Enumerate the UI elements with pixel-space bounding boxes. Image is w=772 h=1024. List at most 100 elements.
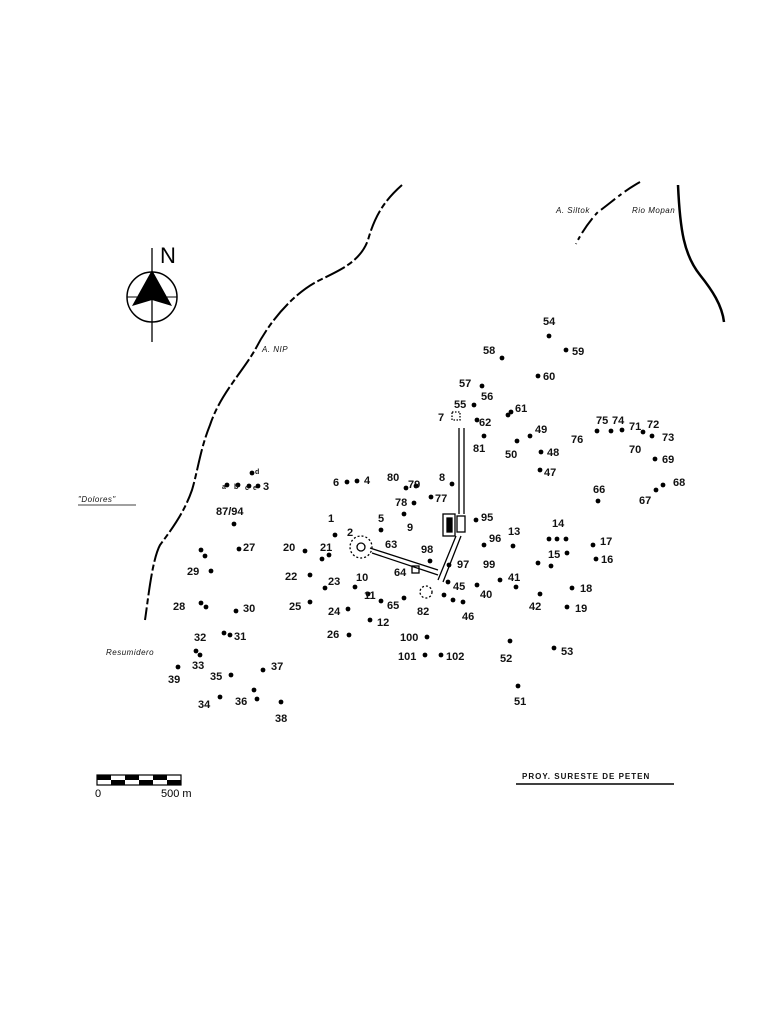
site-label: 21 xyxy=(320,542,332,554)
site-label: 10 xyxy=(356,572,368,584)
site-label: 27 xyxy=(243,542,255,554)
rivers xyxy=(144,181,726,621)
site-label: 97 xyxy=(457,559,469,571)
site-label: 79 xyxy=(408,479,420,491)
place-nip: A. NIP xyxy=(261,345,288,354)
site-label: 98 xyxy=(421,544,433,556)
site-label: 82 xyxy=(417,606,429,618)
site-label: 8 xyxy=(439,472,445,484)
site-label: 45 xyxy=(453,581,465,593)
site-label: 63 xyxy=(385,539,397,551)
site-label: 12 xyxy=(377,617,389,629)
site-label: 7 xyxy=(438,412,444,424)
site-label: 72 xyxy=(647,419,659,431)
site-label: 3 xyxy=(263,481,269,493)
site-label: 57 xyxy=(459,378,471,390)
scale-start-label: 0 xyxy=(95,788,101,800)
scale-bar: 0 500 m xyxy=(95,774,192,800)
site-label: 65 xyxy=(387,600,399,612)
site-label: 35 xyxy=(210,671,222,683)
site-label: 101 xyxy=(398,651,416,663)
site-label: 40 xyxy=(480,589,492,601)
site-label: 31 xyxy=(234,631,246,643)
site-label: 47 xyxy=(544,467,556,479)
site-label: 11 xyxy=(364,590,376,602)
site-label: 2 xyxy=(347,527,353,539)
site-label: 38 xyxy=(275,713,287,725)
site-label: 42 xyxy=(529,601,541,613)
place-resumidero: Resumidero xyxy=(106,648,154,657)
site-label: 4 xyxy=(364,475,371,487)
site-dots xyxy=(175,333,666,705)
central-structures xyxy=(349,411,466,599)
site-label: 67 xyxy=(639,495,651,507)
site-label: 51 xyxy=(514,696,526,708)
site-label: 48 xyxy=(547,447,559,459)
site-label: 74 xyxy=(612,415,625,427)
site-label: 15 xyxy=(548,549,560,561)
site-label: 33 xyxy=(192,660,204,672)
site-label: 46 xyxy=(462,611,474,623)
site-label: c xyxy=(245,485,249,492)
site-label: 75 xyxy=(596,415,608,427)
site-label: 19 xyxy=(575,603,587,615)
site-labels: 1 2 3 4 5 6 7 8 9 10 11 12 13 14 15 16 1… xyxy=(168,316,685,725)
site-label: 58 xyxy=(483,345,495,357)
site-label: 71 xyxy=(629,421,641,433)
site-label: d xyxy=(255,469,259,476)
site-label: 26 xyxy=(327,629,339,641)
site-label: e xyxy=(253,485,257,492)
place-rio-mopan: Rio Mopan xyxy=(632,206,675,215)
river-mopan xyxy=(676,184,726,323)
site-label: 5 xyxy=(378,513,384,525)
site-label: 39 xyxy=(168,674,180,686)
site-label: 52 xyxy=(500,653,512,665)
site-label: 1 xyxy=(328,513,334,525)
site-label: 73 xyxy=(662,432,674,444)
site-label: 66 xyxy=(593,484,605,496)
site-label: 36 xyxy=(235,696,247,708)
place-names: A. NIP A. Siltok Rio Mopan "Dolores" Res… xyxy=(78,206,675,657)
site-label: 24 xyxy=(328,606,341,618)
site-label: 18 xyxy=(580,583,592,595)
site-label: 9 xyxy=(407,522,413,534)
site-label: 56 xyxy=(481,391,493,403)
site-label: 17 xyxy=(600,536,612,548)
north-arrow-icon: N xyxy=(126,243,178,342)
site-label: 28 xyxy=(173,601,185,613)
site-label: 100 xyxy=(400,632,418,644)
site-label: 22 xyxy=(285,571,297,583)
north-label: N xyxy=(160,243,176,268)
site-label: 37 xyxy=(271,661,283,673)
site-label: 60 xyxy=(543,371,555,383)
site-label: 41 xyxy=(508,572,520,584)
site-label: 59 xyxy=(572,346,584,358)
site-label: 96 xyxy=(489,533,501,545)
site-label: 49 xyxy=(535,424,547,436)
site-label: 53 xyxy=(561,646,573,658)
site-label: 25 xyxy=(289,601,301,613)
river-siltok xyxy=(575,181,641,245)
site-label: 102 xyxy=(446,651,464,663)
site-label: a xyxy=(222,484,226,491)
scale-end-label: 500 m xyxy=(161,788,192,800)
site-label: 14 xyxy=(552,518,565,530)
site-label: 78 xyxy=(395,497,407,509)
site-label: 20 xyxy=(283,542,295,554)
place-siltok: A. Siltok xyxy=(555,206,590,215)
site-label: 68 xyxy=(673,477,685,489)
site-label: 81 xyxy=(473,443,485,455)
site-label: 30 xyxy=(243,603,255,615)
site-label: 16 xyxy=(601,554,613,566)
project-title: PROY. SURESTE DE PETEN xyxy=(516,772,674,785)
site-label: 34 xyxy=(198,699,211,711)
site-label: 70 xyxy=(629,444,641,456)
site-label: 13 xyxy=(508,526,520,538)
site-label: 64 xyxy=(394,567,407,579)
site-label: 69 xyxy=(662,454,674,466)
site-label: 80 xyxy=(387,472,399,484)
site-label: 29 xyxy=(187,566,199,578)
site-label: 55 xyxy=(454,399,466,411)
site-label: 32 xyxy=(194,632,206,644)
site-label: 87/94 xyxy=(216,506,244,518)
